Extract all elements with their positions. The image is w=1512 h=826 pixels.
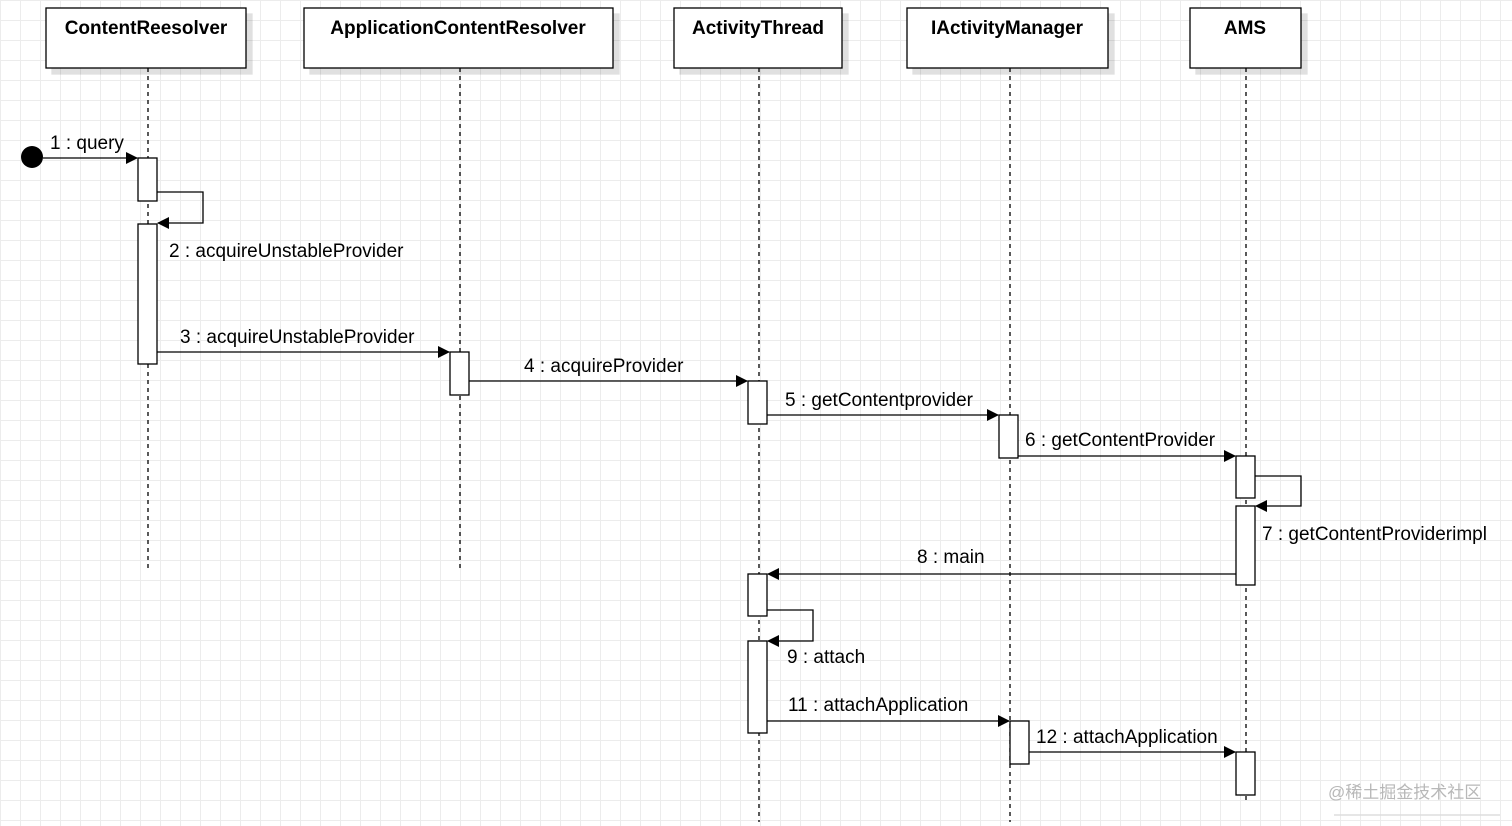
watermark-text: @稀土掘金技术社区 bbox=[1328, 783, 1481, 802]
message-label: 1 : query bbox=[50, 133, 124, 154]
participant-ams[interactable]: AMS bbox=[1189, 7, 1302, 69]
participant-acr[interactable]: ApplicationContentResolver bbox=[303, 7, 614, 69]
message-label: 4 : acquireProvider bbox=[524, 356, 684, 377]
participant-label: ActivityThread bbox=[692, 18, 824, 39]
activations bbox=[137, 157, 1256, 796]
participant-label: ContentReesolver bbox=[65, 18, 228, 39]
participant-label: AMS bbox=[1224, 18, 1266, 39]
activation-box[interactable] bbox=[137, 157, 158, 202]
message-arrow[interactable] bbox=[157, 191, 204, 229]
activation-box[interactable] bbox=[449, 351, 470, 396]
participant-cr[interactable]: ContentReesolver bbox=[45, 7, 247, 69]
activation-box[interactable] bbox=[1235, 505, 1256, 586]
activation-box[interactable] bbox=[998, 414, 1019, 459]
messages bbox=[43, 152, 1302, 758]
message-label: 6 : getContentProvider bbox=[1025, 430, 1216, 451]
message-arrow[interactable] bbox=[1255, 475, 1302, 512]
message-label: 3 : acquireUnstableProvider bbox=[180, 327, 415, 348]
participant-label: ApplicationContentResolver bbox=[330, 18, 586, 39]
activation-box[interactable] bbox=[747, 380, 768, 425]
message-label: 5 : getContentprovider bbox=[785, 390, 974, 411]
message-label: 2 : acquireUnstableProvider bbox=[169, 241, 404, 262]
message-label: 8 : main bbox=[917, 547, 985, 568]
participant-label: IActivityManager bbox=[931, 18, 1084, 39]
message-arrow[interactable] bbox=[767, 609, 814, 647]
message-labels: 1 : query 2 : acquireUnstableProvider 3 … bbox=[50, 133, 1487, 748]
activation-box[interactable] bbox=[1235, 751, 1256, 796]
message-label: 12 : attachApplication bbox=[1036, 727, 1218, 748]
participant-iam[interactable]: IActivityManager bbox=[906, 7, 1109, 69]
message-label: 9 : attach bbox=[787, 647, 865, 668]
message-label: 11 : attachApplication bbox=[788, 695, 968, 716]
start-point bbox=[21, 146, 43, 168]
participant-at[interactable]: ActivityThread bbox=[673, 7, 843, 69]
activation-box[interactable] bbox=[1235, 455, 1256, 499]
activation-box[interactable] bbox=[1009, 720, 1030, 765]
activation-box[interactable] bbox=[747, 640, 768, 734]
message-label: 7 : getContentProviderimpl bbox=[1262, 524, 1487, 545]
activation-box[interactable] bbox=[747, 573, 768, 617]
activation-box[interactable] bbox=[137, 223, 158, 365]
